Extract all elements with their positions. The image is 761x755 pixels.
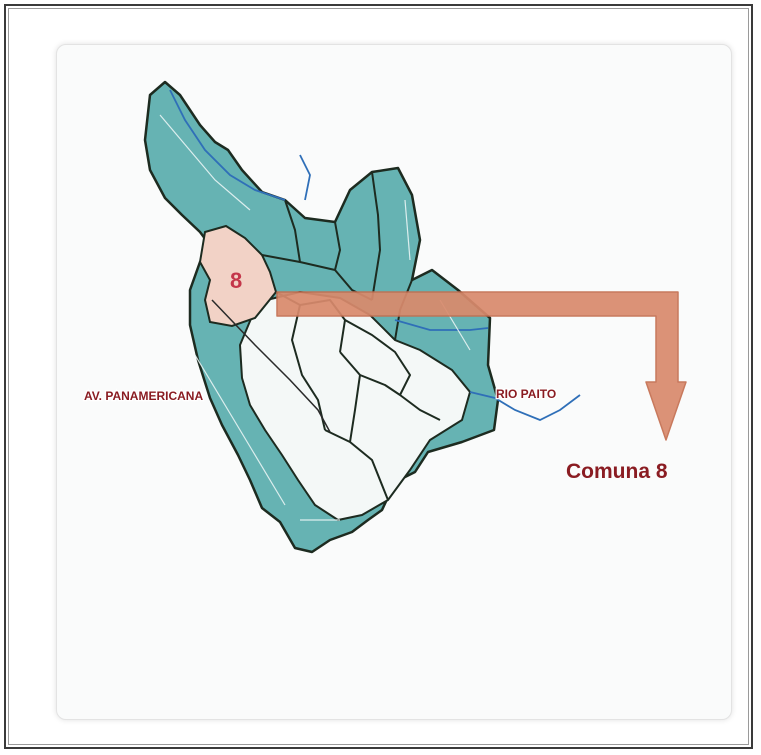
comuna-8-area — [198, 224, 278, 328]
zone-number: 8 — [230, 268, 242, 293]
road-label: AV. PANAMERICANA — [84, 389, 203, 403]
district-borders — [261, 171, 441, 501]
avenue-line — [211, 299, 331, 433]
river-label: RIO PAITO — [496, 387, 556, 401]
river-lines — [169, 89, 581, 421]
callout-label: Comuna 8 — [566, 460, 668, 483]
callout-arrow — [276, 291, 687, 441]
map-texture — [159, 114, 471, 521]
inner-frame — [8, 8, 749, 745]
